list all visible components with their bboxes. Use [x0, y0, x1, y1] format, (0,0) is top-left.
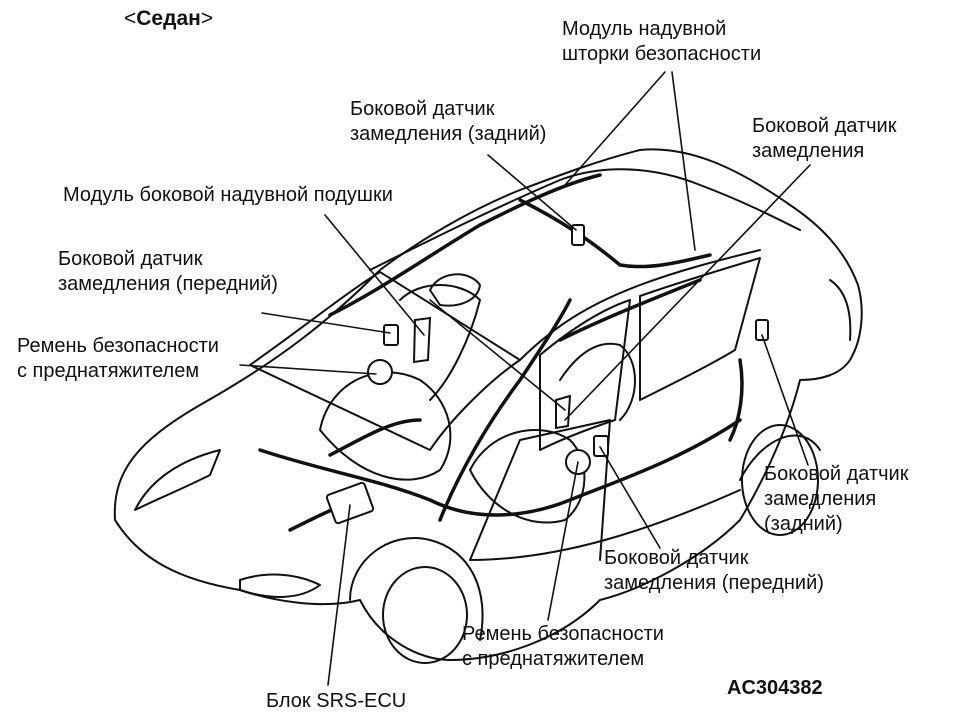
harness-roof — [328, 173, 602, 317]
side-airbag-right-shape — [555, 394, 572, 430]
sensor-rear-right — [755, 319, 769, 341]
roof-line — [369, 168, 801, 271]
rear-wheel — [741, 424, 819, 536]
label-curtain-module: Модуль надувной шторки безопасности — [562, 18, 762, 65]
leader-sensor-rear-right — [761, 334, 809, 466]
harness-floor — [258, 418, 742, 517]
leader-pretensioner-bottom — [547, 461, 579, 621]
side-airbag-module-shape — [412, 316, 432, 364]
leader-sensor-front-right — [599, 446, 661, 549]
fog-light — [239, 573, 321, 598]
label-side-sensor-rear-top: Боковой датчик замедления (задний) — [350, 98, 547, 145]
sensor-front-right — [593, 435, 609, 457]
label-side-sensor-front-right: Боковой датчик замедления (передний) — [604, 547, 824, 594]
leader-sensor-rear-top — [487, 154, 577, 231]
label-pretensioner-bottom: Ремень безопасности с преднатяжителем — [462, 623, 664, 670]
rear-seat — [559, 342, 636, 421]
front-seat-left-back — [399, 284, 481, 401]
harness-center — [328, 418, 422, 457]
side-window-front — [539, 299, 631, 451]
door-bottom — [469, 489, 741, 561]
a-pillar — [519, 249, 761, 361]
label-side-airbag-module: Модуль боковой надувной подушки — [63, 184, 393, 206]
rear-wheel-arch — [739, 434, 821, 481]
leader-sensor-front-left — [261, 312, 391, 334]
front-seat-left — [319, 371, 452, 481]
harness-roof-right — [518, 198, 712, 269]
leader-curtain-1 — [564, 71, 666, 186]
front-wheel — [382, 566, 468, 664]
srs-ecu-unit — [325, 481, 375, 525]
diagram-title: <Седан> — [124, 7, 214, 30]
taillight — [829, 279, 852, 341]
leader-side-airbag — [324, 214, 425, 336]
label-side-sensor-rear-right: Боковой датчик замедления (задний) — [764, 463, 909, 535]
leader-curtain-2 — [671, 71, 696, 251]
headrest-left — [429, 273, 481, 307]
leader-side-airbag-2 — [429, 299, 566, 411]
car-body-outline — [113, 148, 863, 661]
headlight — [134, 449, 221, 511]
front-wheel-arch — [349, 537, 484, 641]
side-window-rear — [639, 257, 761, 401]
label-srs-ecu: Блок SRS-ECU — [266, 690, 407, 712]
sensor-front-left — [383, 324, 399, 346]
front-seat-right — [469, 429, 586, 524]
leader-srs-ecu — [327, 504, 351, 686]
label-side-sensor-front-left: Боковой датчик замедления (передний) — [58, 248, 278, 295]
pretensioner-left-reel — [367, 359, 393, 385]
leader-pretensioner-left — [239, 364, 377, 375]
harness-right-side — [558, 278, 702, 342]
harness-rear-right — [728, 358, 744, 442]
leader-sensor-right — [564, 164, 811, 421]
door-line-front — [469, 419, 611, 561]
label-side-sensor-right: Боковой датчик замедления — [752, 115, 897, 162]
harness-pillar — [438, 298, 572, 522]
figure-code: AC304382 — [727, 677, 823, 699]
label-pretensioner-left: Ремень безопасности с преднатяжителем — [17, 335, 219, 382]
